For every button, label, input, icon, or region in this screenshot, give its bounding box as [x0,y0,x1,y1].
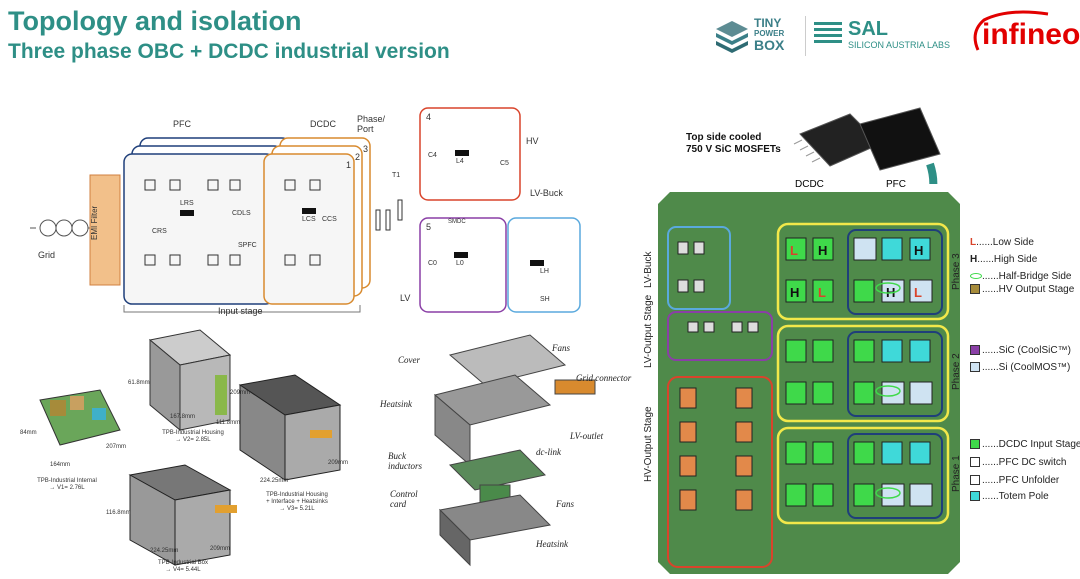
legend-si: ......Si (CoolMOS™) [970,362,1070,373]
legend-half-bridge: ......Half-Bridge Side [970,271,1071,282]
svg-text:L: L [914,285,922,300]
tiny-power-box-logo: TINY POWER BOX [712,14,802,60]
phase1-label: Phase 1 [951,455,962,492]
svg-text:H: H [790,285,799,300]
legend-totem-pole: ......Totem Pole [970,491,1049,502]
cube-stack-icon [716,21,748,53]
phase3-label: Phase 3 [951,253,962,290]
infineon-logo: infineon [968,10,1080,56]
lv-output-label: LV-Output Stage [643,294,654,368]
pfc-dc-swatch-icon [970,457,980,468]
dcdc-label: DCDC [795,179,824,190]
totem-swatch-icon [970,491,980,502]
legend-low-side: L......Low Side [970,237,1034,248]
si-swatch-icon [970,362,980,373]
page-title: Topology and isolation [8,6,302,36]
hv-swatch-icon [970,284,980,295]
silicon-austria-labs-logo: SAL SILICON AUSTRIA LABS [805,16,964,56]
legend-pfc-unfolder: ......PFC Unfolder [970,475,1059,486]
pfc-label: PFC [886,179,906,190]
dcdc-swatch-icon [970,439,980,450]
lv-buck-label: LV-Buck [643,251,654,289]
pfc-unfolder-swatch-icon [970,475,980,486]
svg-text:L: L [790,243,798,258]
svg-text:H: H [914,243,923,258]
hardware-renderings: TPB-Industrial Internal → V1= 2.76L TPB-… [10,320,360,579]
topology-schematic: PFC DCDC Phase/ Port 3 2 1 4 5 HV LV-Buc… [30,100,590,320]
legend-sic: ......SiC (CoolSiC™) [970,345,1071,356]
legend-pfc-dc-switch: ......PFC DC switch [970,457,1066,468]
sic-swatch-icon [970,345,980,356]
mosfet-caption: Top side cooled 750 V SiC MOSFETs [686,132,781,155]
svg-text:H: H [818,243,827,258]
phase2-label: Phase 2 [951,353,962,390]
legend-hv-output: ......HV Output Stage [970,284,1074,295]
page-subtitle: Three phase OBC + DCDC industrial versio… [8,40,450,63]
sal-stripes-icon [814,22,842,43]
exploded-view: Cover Fans Grid connector Heatsink LV-ou… [380,325,631,575]
legend-high-side: H......High Side [970,254,1038,265]
hv-output-label: HV-Output Stage [643,406,654,482]
ellipse-icon [970,273,982,280]
svg-text:L: L [818,285,826,300]
mosfet-package-icon [793,107,941,184]
infineon-swoosh-icon [973,10,1049,51]
legend-dcdc-input: ......DCDC Input Stage [970,439,1080,450]
